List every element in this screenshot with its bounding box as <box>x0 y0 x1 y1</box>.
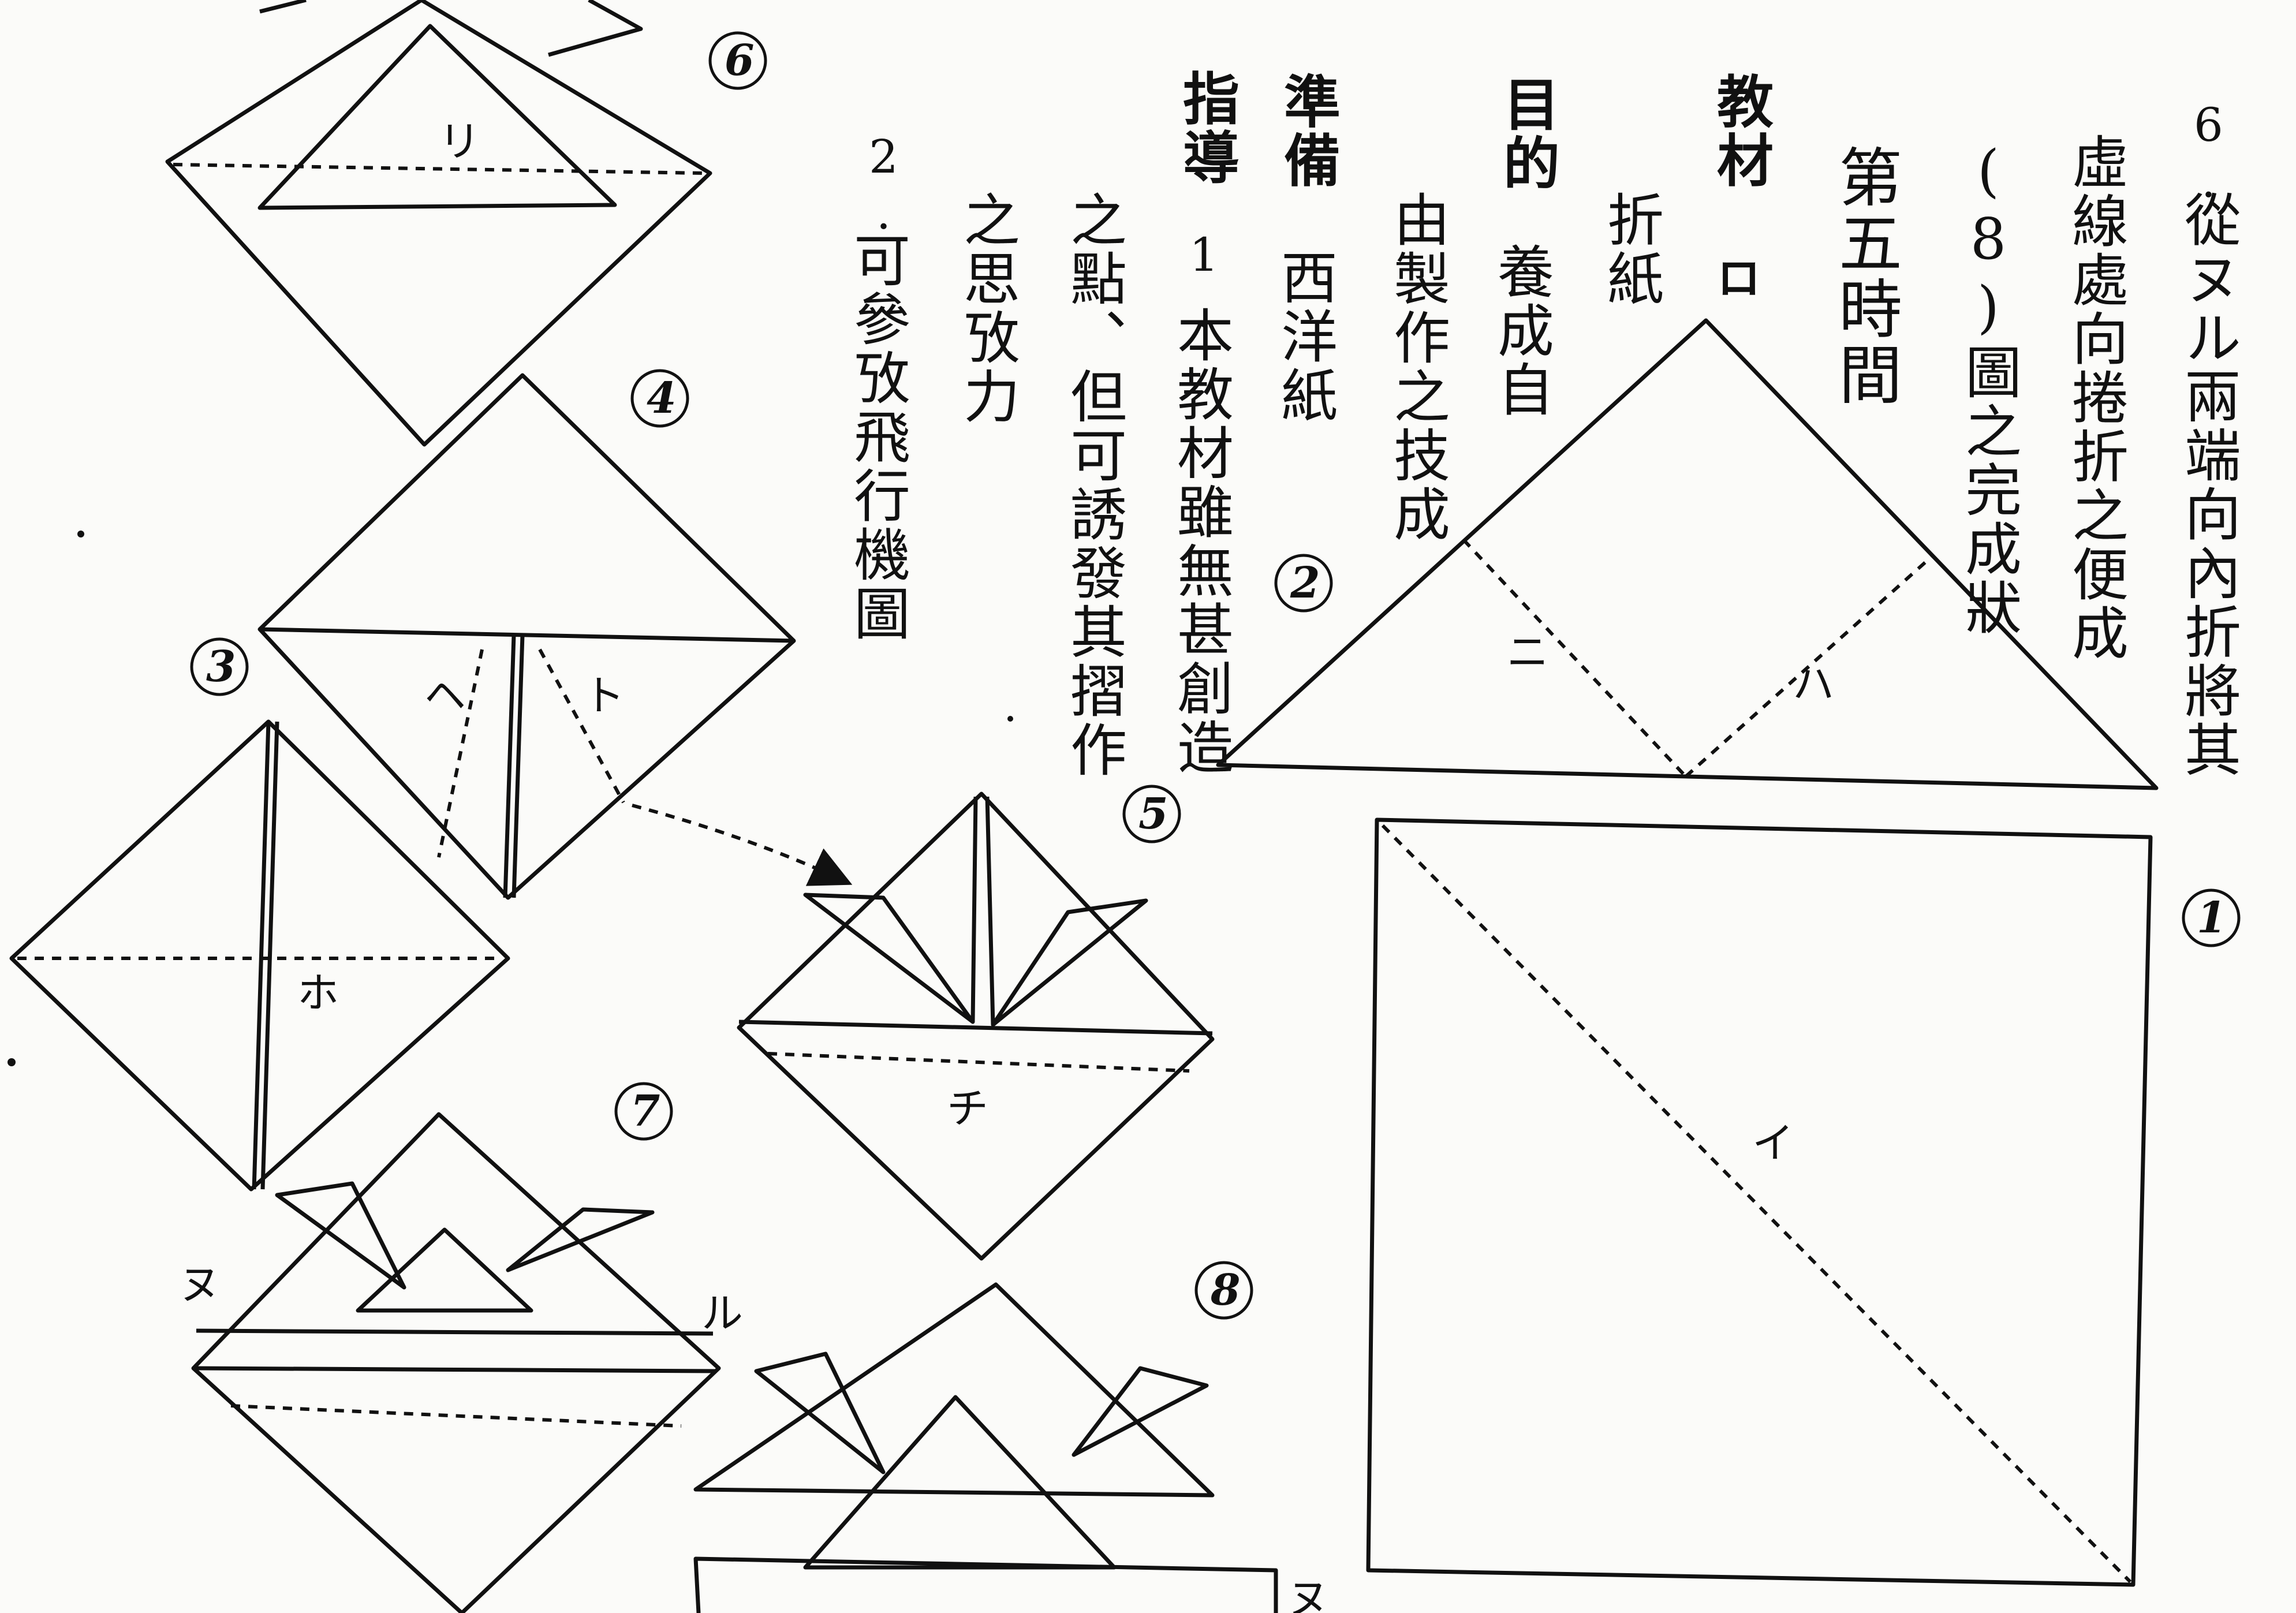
step-2-diagram: ニ ハ 2 <box>1216 318 2159 790</box>
step-number-4: 4 <box>647 374 677 423</box>
step-number-5: 5 <box>1138 789 1168 839</box>
material-text: 折紙 <box>1597 191 1663 308</box>
guidance-number-1: 1. <box>1177 228 1231 340</box>
step-number-1: 1 <box>2197 893 2227 943</box>
step-5-marker <box>1122 785 1181 843</box>
guidance-label: 指導 <box>1173 69 1239 187</box>
fold-label-ho: ホ <box>297 969 339 1017</box>
fold-label-he: ヘ <box>424 671 466 720</box>
guidance-number-2: 2. <box>857 130 910 242</box>
guidance-text-3: 之思攷力 <box>954 191 1020 426</box>
step-number-6: 6 <box>725 36 755 85</box>
step-3-marker <box>190 637 249 696</box>
step-4-diagram: ヘ ト 4 <box>257 369 853 900</box>
fold-label-chi: チ <box>947 1084 988 1133</box>
guidance-text-1: 本教材雖無甚創造 <box>1167 306 1233 777</box>
fold-label-nu-2: ヌ <box>1287 1574 1329 1613</box>
fold-label-ha: ハ <box>1793 660 1834 708</box>
step-number-7: 7 <box>630 1086 660 1136</box>
step-1-marker <box>2182 888 2241 947</box>
step-6-diagram: リ 6 <box>165 0 767 447</box>
text-column-2: 虛線處向捲折之便成 <box>2062 133 2128 663</box>
step-7-diagram: ヌ ル 7 <box>179 1082 743 1613</box>
preparation-text: 西洋紙 <box>1271 248 1337 425</box>
fold-label-to: ト <box>583 671 625 720</box>
fold-label-ni: ニ <box>1507 628 1548 677</box>
fold-label-ri: リ <box>439 117 480 166</box>
step-2-marker <box>1274 554 1333 613</box>
step-4-marker <box>630 369 689 428</box>
text-column-1: 從ヌル兩端向內折將其 <box>2175 191 2241 779</box>
text-column-3: (8)圖之完成狀 <box>1955 139 2021 637</box>
step-7-marker <box>614 1082 673 1141</box>
fold-label-ru: ル <box>701 1289 743 1338</box>
preparation-label: 準備 <box>1274 72 1340 190</box>
purpose-text: 養成自 <box>1488 242 1554 419</box>
purpose-text-2: 由製作之技成 <box>1384 191 1450 544</box>
step-number-8: 8 <box>1210 1265 1241 1315</box>
purpose-label: 目的 <box>1494 75 1559 193</box>
step-number-2: 2 <box>1290 558 1320 608</box>
fold-label-nu: ヌ <box>179 1260 221 1309</box>
step-8-marker <box>1194 1261 1253 1320</box>
material-letter: ロ <box>1708 254 1762 303</box>
lesson-time-heading: 第五時間 <box>1828 144 1902 408</box>
section-number: 6. <box>2182 98 2235 210</box>
step-6-marker <box>708 31 767 90</box>
step-8-diagram: ヌ 8 <box>693 1261 1329 1613</box>
fold-label-i: イ <box>1752 1119 1794 1167</box>
step-1-diagram: イ 1 <box>1366 817 2241 1587</box>
ink-specks <box>8 531 1013 1066</box>
guidance-text-4: 可參攷飛行機圖 <box>844 231 910 643</box>
guidance-text-2: 之點、但可誘發其摺作 <box>1061 191 1126 779</box>
step-3-diagram: ホ 3 <box>9 637 510 1192</box>
material-label: 教材 <box>1707 72 1773 190</box>
step-number-3: 3 <box>206 642 236 692</box>
step-5-diagram: チ 5 <box>737 785 1215 1261</box>
